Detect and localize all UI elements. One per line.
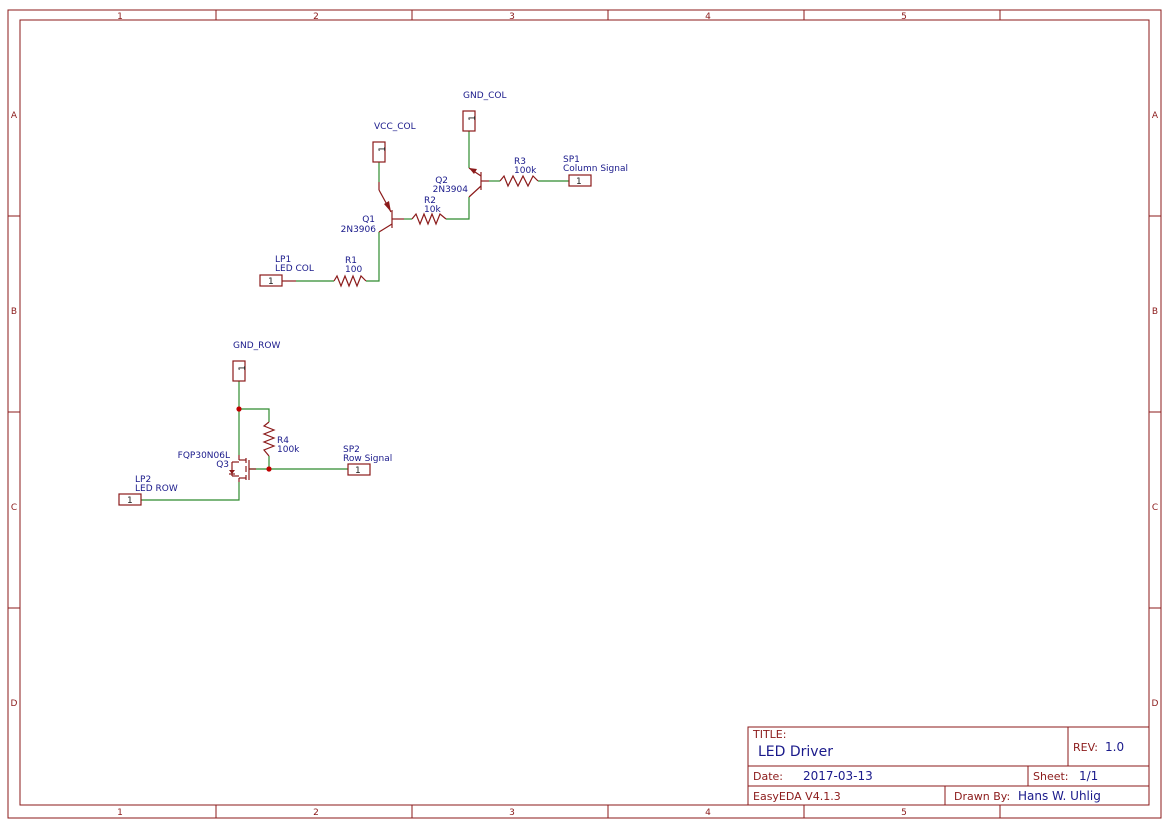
col-label-bottom-3: 3	[509, 808, 515, 818]
q2-transistor-symbol: Q2 2N3904	[433, 167, 489, 198]
col-label-bottom-5: 5	[901, 808, 907, 818]
wire-gnd-row-r4	[239, 408, 270, 422]
r2-resistor: R2 10k	[411, 196, 447, 226]
row-label-left-b: B	[11, 307, 17, 317]
gnd-col-pin: 1	[468, 115, 478, 121]
inner-border	[19, 19, 1150, 806]
row-driver-circuit: GND_ROW 1 R4 100k FQP30N06L	[118, 341, 392, 506]
q2-ref: Q2	[435, 176, 448, 186]
rev-value: 1.0	[1105, 740, 1124, 754]
row-label-right-c: C	[1152, 503, 1158, 513]
outer-border	[7, 9, 1162, 819]
gnd-row-pin: 1	[238, 365, 248, 371]
vcc-col-pin: 1	[378, 146, 388, 152]
junction-dot-gnd-row	[236, 406, 242, 412]
drawn-by-value: Hans W. Uhlig	[1018, 789, 1101, 803]
q3-value: FQP30N06L	[178, 451, 230, 461]
row-label-left-c: C	[11, 503, 17, 513]
r3-resistor: R3 100k	[499, 157, 539, 188]
gnd-row-label: GND_ROW	[233, 341, 280, 351]
q1-transistor-symbol: Q1 2N3906	[341, 182, 404, 235]
lp1-ref: LP1	[275, 255, 291, 265]
gnd-col-label: GND_COL	[463, 91, 507, 101]
wire-q1-r1	[366, 232, 380, 282]
lp2-pin: 1	[127, 496, 133, 506]
r1-value: 100	[345, 265, 362, 275]
sp1-pin: 1	[576, 177, 582, 187]
row-label-left-a: A	[11, 111, 18, 121]
row-label-left-d: D	[11, 699, 18, 709]
lp1-connector: 1 LP1 LED COL	[259, 255, 314, 287]
col-label-top-5: 5	[901, 12, 907, 22]
col-label-top-2: 2	[313, 12, 319, 22]
sp2-value: Row Signal	[343, 454, 392, 464]
q1-ref: Q1	[362, 215, 375, 225]
date-value: 2017-03-13	[803, 769, 873, 783]
q2-value: 2N3904	[433, 185, 469, 195]
junction-dot-gate	[266, 466, 272, 472]
title-block: TITLE: LED Driver REV: 1.0 Date: 2017-03…	[747, 726, 1150, 806]
r2-value: 10k	[424, 205, 441, 215]
sp2-connector: 1 SP2 Row Signal	[343, 445, 392, 476]
r1-resistor: R1 100	[333, 256, 367, 288]
vcc-col-label: VCC_COL	[374, 122, 416, 132]
column-driver-circuit: VCC_COL 1 GND_COL 1 Q1 2N3906	[259, 91, 628, 288]
col-label-top-1: 1	[117, 12, 123, 22]
gnd-col-port: GND_COL 1	[462, 91, 507, 132]
col-label-top-3: 3	[509, 12, 515, 22]
col-label-bottom-4: 4	[705, 808, 711, 818]
date-caption: Date:	[753, 770, 783, 783]
q1-value: 2N3906	[341, 225, 377, 235]
lp2-connector: 1 LP2 LED ROW	[118, 475, 178, 506]
col-label-top-4: 4	[705, 12, 711, 22]
sp1-ref: SP1	[563, 155, 580, 165]
title-value: LED Driver	[758, 744, 833, 760]
q3-mosfet-symbol: FQP30N06L Q3	[178, 451, 256, 482]
row-label-right-b: B	[1152, 307, 1158, 317]
r1-ref: R1	[345, 256, 357, 266]
r3-value: 100k	[514, 166, 537, 176]
gnd-row-port: GND_ROW 1	[232, 341, 280, 382]
r3-ref: R3	[514, 157, 526, 167]
r4-resistor: R4 100k	[262, 421, 300, 457]
title-caption: TITLE:	[752, 728, 786, 741]
row-label-right-d: D	[1152, 699, 1159, 709]
col-label-bottom-2: 2	[313, 808, 319, 818]
col-label-bottom-1: 1	[117, 808, 123, 818]
sp2-ref: SP2	[343, 445, 360, 455]
lp1-pin: 1	[268, 277, 274, 287]
r4-ref: R4	[277, 436, 289, 446]
drawn-by-caption: Drawn By:	[954, 790, 1010, 803]
r4-value: 100k	[277, 445, 300, 455]
sheet-caption: Sheet:	[1033, 770, 1069, 783]
vcc-col-port: VCC_COL 1	[372, 122, 416, 163]
lp1-value: LED COL	[275, 264, 314, 274]
drawing-frame: 1 2 3 4 5 1 2 3 4 5 A B C D A B C D	[7, 9, 1162, 819]
sp2-pin: 1	[355, 466, 361, 476]
wire-r2-q2	[446, 197, 470, 220]
sheet-value: 1/1	[1079, 769, 1098, 783]
lp2-value: LED ROW	[135, 484, 178, 494]
r2-ref: R2	[424, 196, 436, 206]
q3-ref: Q3	[216, 460, 229, 470]
wire-q3-lp2	[141, 482, 240, 501]
row-label-right-a: A	[1152, 111, 1159, 121]
sp1-value: Column Signal	[563, 164, 628, 174]
tool-version: EasyEDA V4.1.3	[753, 790, 841, 803]
lp2-ref: LP2	[135, 475, 151, 485]
rev-caption: REV:	[1073, 741, 1098, 754]
sp1-connector: 1 SP1 Column Signal	[563, 155, 628, 187]
